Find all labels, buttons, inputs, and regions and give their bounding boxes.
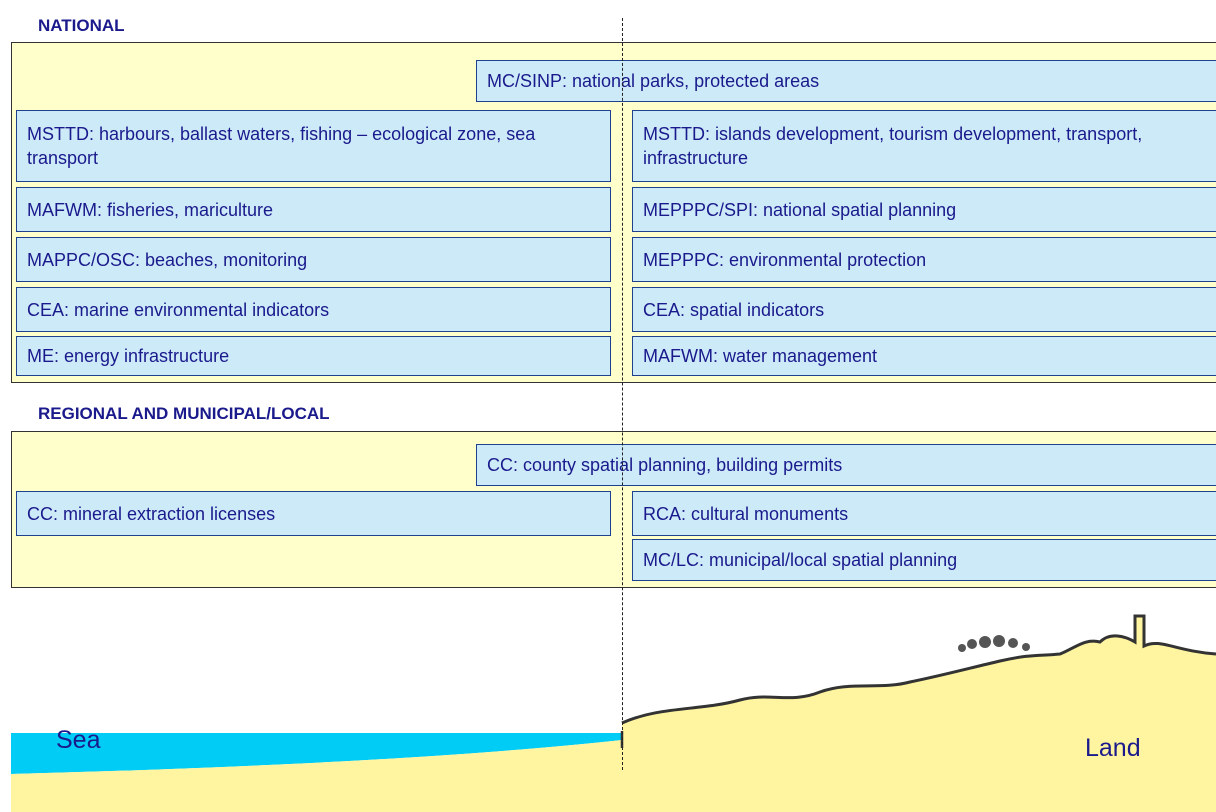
land-label: Land xyxy=(1085,734,1141,762)
sea-area xyxy=(11,733,622,774)
national-top-box: MC/SINP: national parks, protected areas xyxy=(476,60,1216,102)
national-left-box: MAFWM: fisheries, mariculture xyxy=(16,187,611,232)
coastal-cross-section xyxy=(11,614,1216,812)
trees-icon xyxy=(958,635,1030,652)
national-right-box: CEA: spatial indicators xyxy=(632,287,1216,332)
national-right-box: MEPPPC/SPI: national spatial planning xyxy=(632,187,1216,232)
regional-right-box: MC/LC: municipal/local spatial planning xyxy=(632,539,1216,581)
regional-heading: REGIONAL AND MUNICIPAL/LOCAL xyxy=(38,404,330,423)
national-right-box: MEPPPC: environmental protection xyxy=(632,237,1216,282)
national-left-box: CEA: marine environmental indicators xyxy=(16,287,611,332)
national-left-box: ME: energy infrastructure xyxy=(16,336,611,376)
terrain-line xyxy=(621,614,1216,725)
regional-left-box: CC: mineral extraction licenses xyxy=(16,491,611,536)
national-heading: NATIONAL xyxy=(38,16,125,35)
land-area xyxy=(11,616,1216,812)
national-right-box: MSTTD: islands development, tourism deve… xyxy=(632,110,1216,182)
national-left-box: MSTTD: harbours, ballast waters, fishing… xyxy=(16,110,611,182)
regional-right-box: RCA: cultural monuments xyxy=(632,491,1216,536)
regional-top-box: CC: county spatial planning, building pe… xyxy=(476,444,1216,486)
national-left-box: MAPPC/OSC: beaches, monitoring xyxy=(16,237,611,282)
sea-label: Sea xyxy=(56,726,101,754)
sea-land-divider xyxy=(622,18,623,770)
national-right-box: MAFWM: water management xyxy=(632,336,1216,376)
